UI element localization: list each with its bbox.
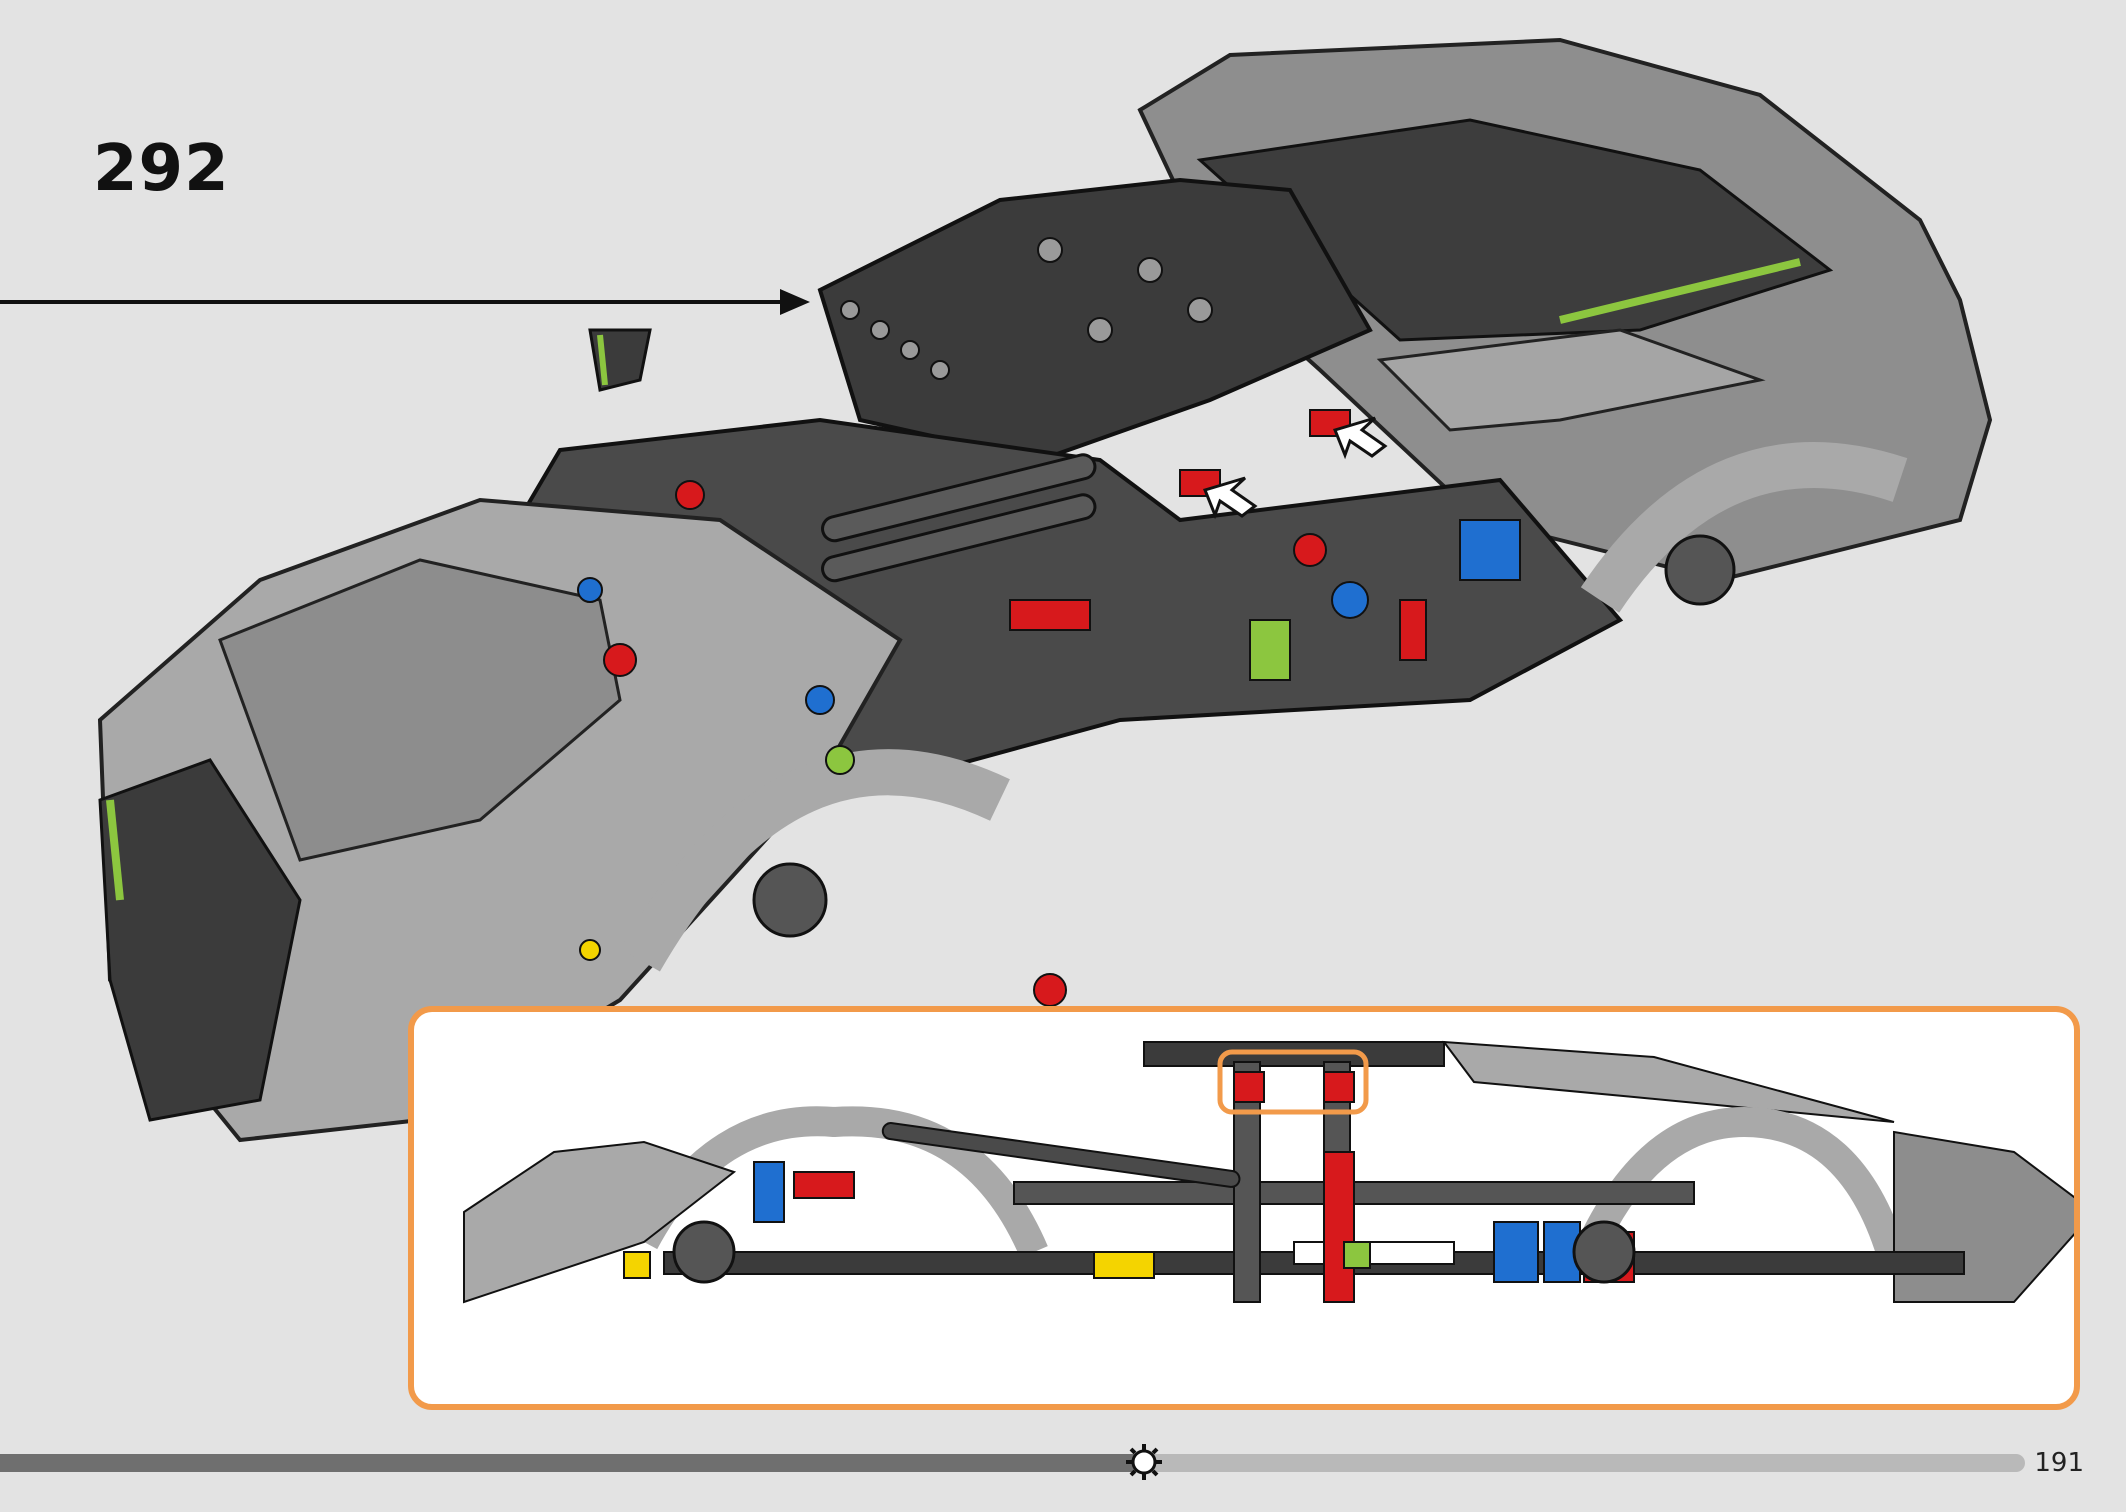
rear-engine-cover <box>1196 118 1834 342</box>
pointer-arrowhead <box>780 289 810 315</box>
lime-trim-front <box>106 799 124 901</box>
side-connector-parts <box>623 1071 1635 1303</box>
highlight-box <box>1217 1049 1369 1115</box>
page-number: 191 <box>2034 1448 2084 1478</box>
side-view-illustration <box>463 1040 2074 1304</box>
gear-icon <box>1126 1444 1163 1480</box>
rear-hub <box>1664 534 1736 606</box>
progress-fill <box>0 1454 1145 1472</box>
connector-parts <box>577 480 1521 1007</box>
inserted-red-pins <box>1179 409 1351 497</box>
main-model-illustration <box>97 37 1993 1143</box>
callout-side-view <box>408 1006 2080 1410</box>
front-hood <box>218 558 622 862</box>
rear-wheel-arch <box>1580 442 1908 613</box>
pointer-line <box>0 300 790 304</box>
progress-bar <box>0 1454 2025 1472</box>
front-bumper <box>98 758 302 1122</box>
front-wheel-arch <box>620 749 1010 972</box>
rear-fin <box>1376 328 1766 432</box>
lime-trim-rear <box>1559 258 1801 324</box>
step-number: 292 <box>93 132 230 206</box>
arrow-icon <box>1202 416 1388 520</box>
side-rear-body <box>1893 1130 2074 1303</box>
front-hub <box>752 862 828 938</box>
side-rear-wing <box>1441 1040 1895 1123</box>
roof-holes <box>840 237 1213 380</box>
side-front-body <box>463 1140 737 1304</box>
suspension-springs <box>821 453 1097 583</box>
